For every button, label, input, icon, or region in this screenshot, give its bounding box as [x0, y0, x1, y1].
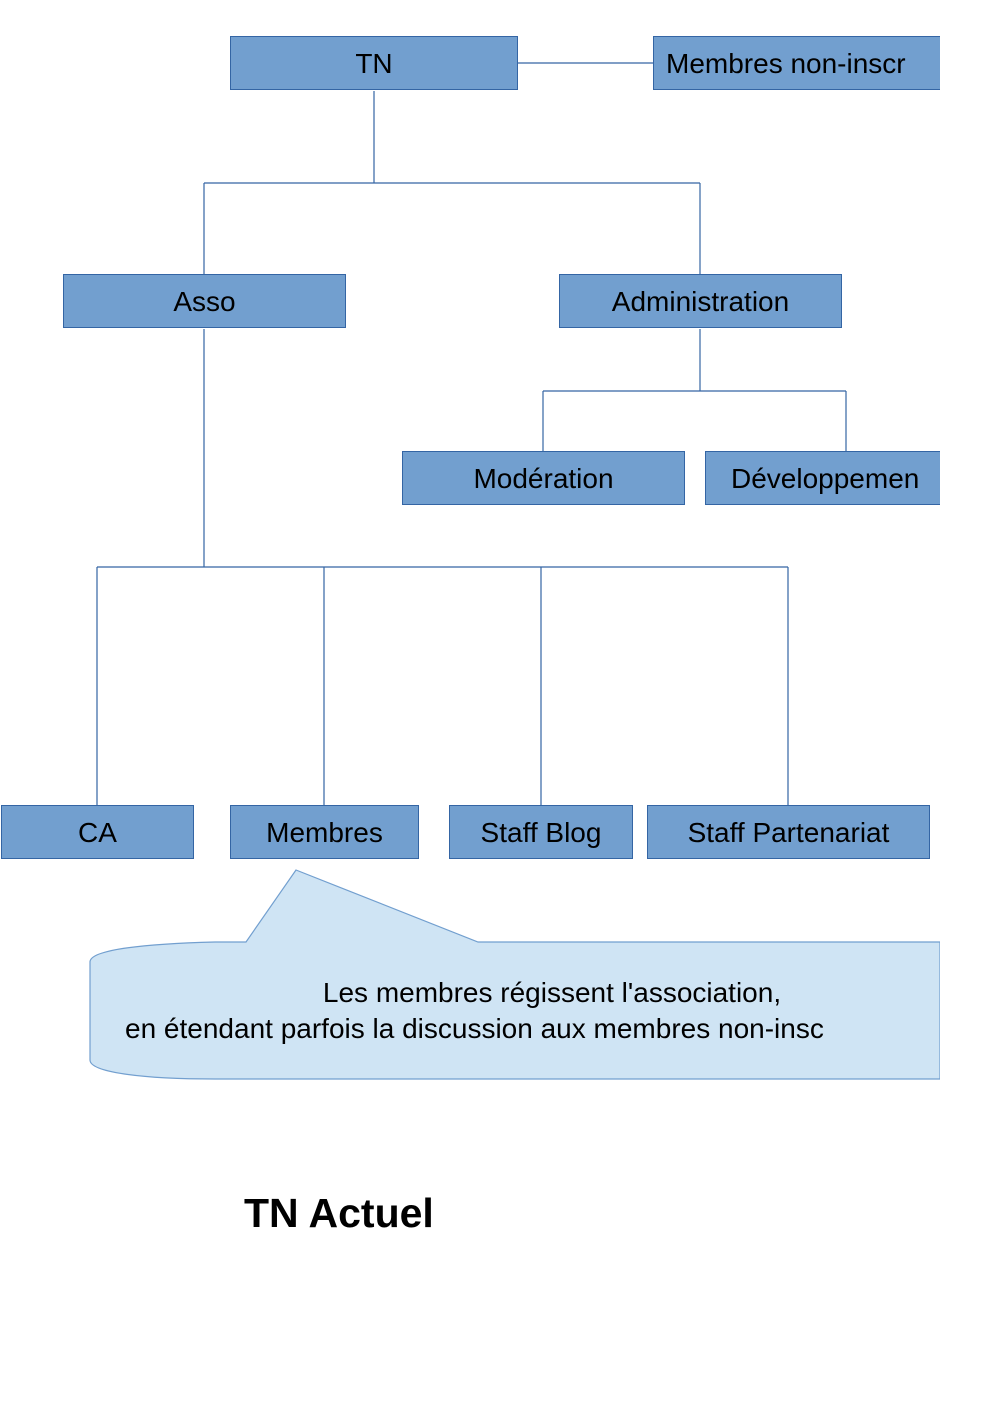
node-membres: Membres — [230, 805, 419, 859]
node-staff-blog: Staff Blog — [449, 805, 633, 859]
node-tn: TN — [230, 36, 518, 90]
node-ca: CA — [1, 805, 194, 859]
node-membres-non-inscrits: Membres non-inscr — [653, 36, 940, 90]
node-developpement: Développemen — [705, 451, 940, 505]
node-administration: Administration — [559, 274, 842, 328]
node-moderation: Modération — [402, 451, 685, 505]
callout-text: Les membres régissent l'association, en … — [92, 975, 940, 1047]
page-title: TN Actuel — [244, 1190, 434, 1236]
node-asso: Asso — [63, 274, 346, 328]
callout-line-1: Les membres régissent l'association, — [322, 977, 782, 1008]
node-staff-partenariat: Staff Partenariat — [647, 805, 930, 859]
connector-lines — [89, 62, 940, 1080]
org-chart: TN Membres non-inscr Asso Administration… — [1, 36, 940, 1080]
callout-bubble — [89, 869, 940, 1080]
callout-line-2: en étendant parfois la discussion aux me… — [125, 1013, 824, 1044]
